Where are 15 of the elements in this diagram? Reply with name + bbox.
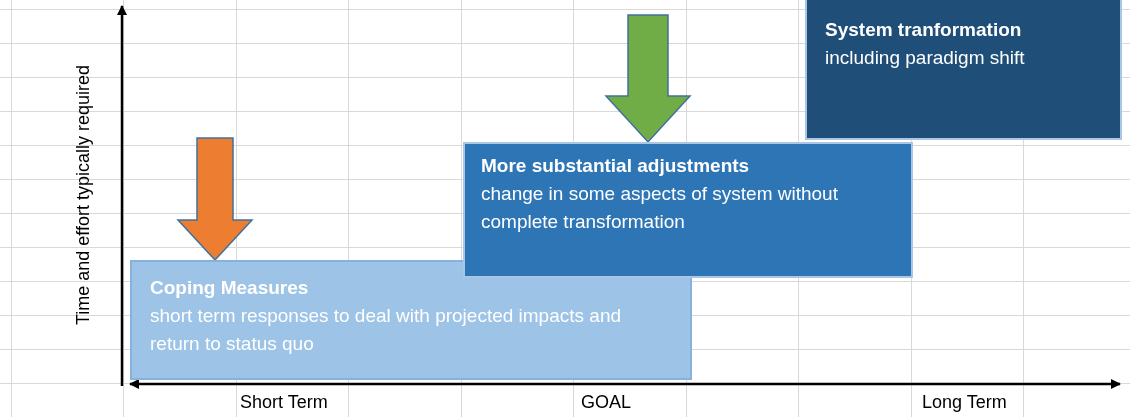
axis-label: GOAL [581,392,632,413]
axis-label: Short Term [240,392,328,413]
stage-box [130,260,692,380]
block-arrow [176,137,254,262]
axis-label: Long Term [922,392,1007,413]
stage-box [463,142,913,278]
stage-heading: More substantial adjustments [481,154,751,178]
stage-heading: System tranformation [825,18,1023,42]
stage-box [805,0,1122,140]
stage-heading: Coping Measures [150,276,310,300]
stage-description: change in some aspects of system without complete transformation [481,182,839,234]
axis-label: Time and effort typically required [72,63,94,328]
stage-description: including paradigm shift [825,46,1026,70]
block-arrow [604,14,692,144]
stage-description: short term responses to deal with projected impacts and return to status quo [150,304,622,356]
